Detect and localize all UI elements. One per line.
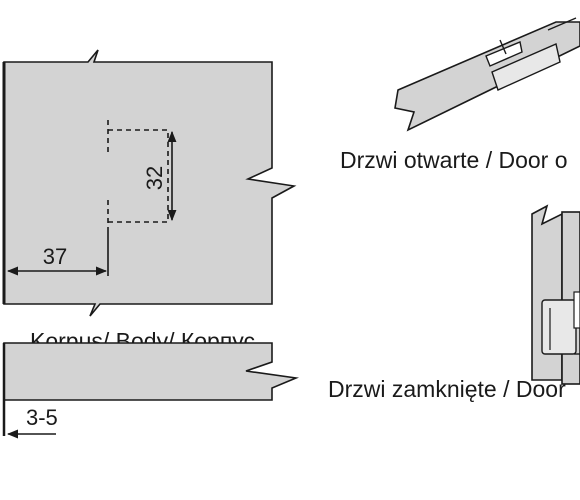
door-closed-label: Drzwi zamknięte / Door [328, 376, 566, 402]
body-panel [2, 49, 297, 317]
dimension-3-5: 3-5 [6, 405, 58, 439]
door-open-label: Drzwi otwarte / Door o [340, 147, 568, 173]
door-closed-figure [531, 204, 580, 385]
dimension-32: 32 [142, 130, 177, 222]
door-open-figure [394, 17, 580, 132]
dimension-3-5-label: 3-5 [26, 405, 58, 430]
dimension-37-label: 37 [43, 244, 67, 269]
door-strip [2, 342, 300, 436]
dimension-37: 37 [6, 244, 108, 276]
dimension-32-label: 32 [142, 166, 167, 190]
mounting-holes [107, 120, 169, 232]
